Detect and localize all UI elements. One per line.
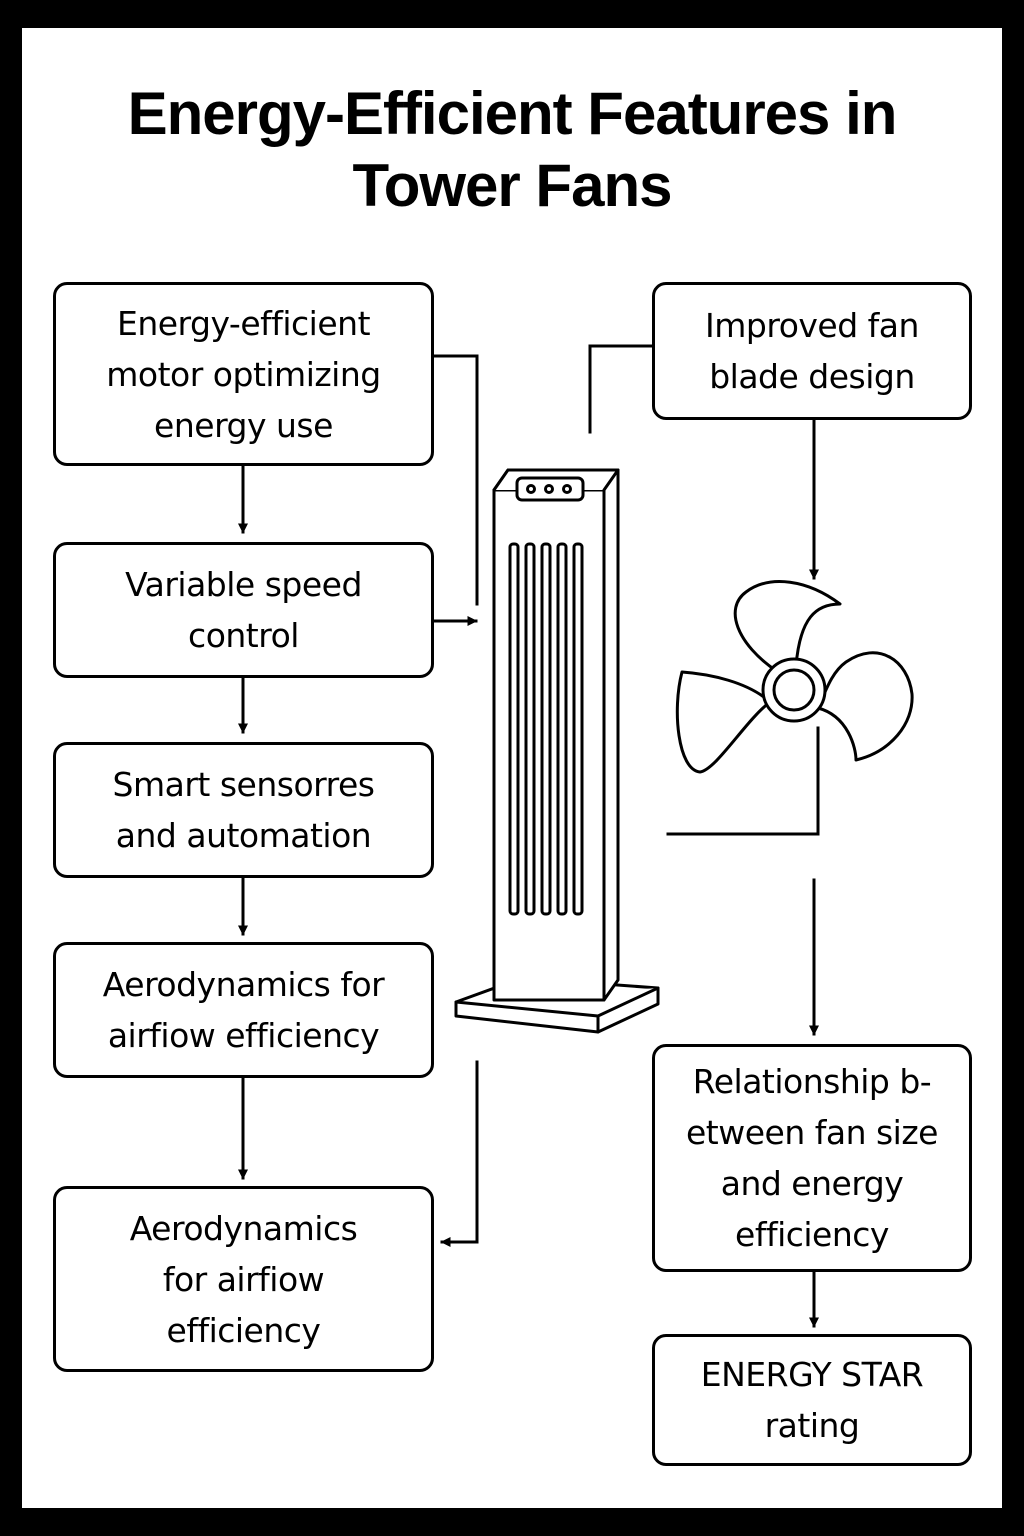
sensors-label: Smart sensorres and automation	[112, 765, 375, 855]
size-label: Relationship b-etween fan size and energ…	[686, 1062, 938, 1254]
star-label: ENERGY STAR rating	[700, 1355, 924, 1445]
star-box: ENERGY STAR rating	[652, 1334, 972, 1466]
aero2-label: Aerodynamics for airfiow efficiency	[129, 1208, 358, 1350]
connector-blade-to-tower	[588, 344, 654, 434]
blade-label: Improved fan blade design	[705, 306, 919, 396]
speed-box: Variable speed control	[53, 542, 434, 678]
sensors-box: Smart sensorres and automation	[53, 742, 434, 878]
page-title: Energy-Efficient Features in Tower Fans	[127, 80, 898, 219]
connector-fan-bracket	[666, 726, 820, 836]
motor-label: Energy-efficient motor optimizing energy…	[106, 303, 381, 445]
motor-box: Energy-efficient motor optimizing energy…	[53, 282, 434, 466]
blade-box: Improved fan blade design	[652, 282, 972, 420]
aero1-box: Aerodynamics for airfiow efficiency	[53, 942, 434, 1078]
connector-tower-to-aero2	[440, 1060, 479, 1247]
connector-motor-to-tower	[431, 354, 479, 606]
tower-fan-icon	[454, 468, 660, 1034]
aero1-label: Aerodynamics for airfiow efficiency	[102, 965, 385, 1055]
size-box: Relationship b-etween fan size and energ…	[652, 1044, 972, 1272]
aero2-box: Aerodynamics for airfiow efficiency	[53, 1186, 434, 1372]
fan-blade-icon	[675, 580, 914, 774]
speed-label: Variable speed control	[125, 565, 362, 655]
